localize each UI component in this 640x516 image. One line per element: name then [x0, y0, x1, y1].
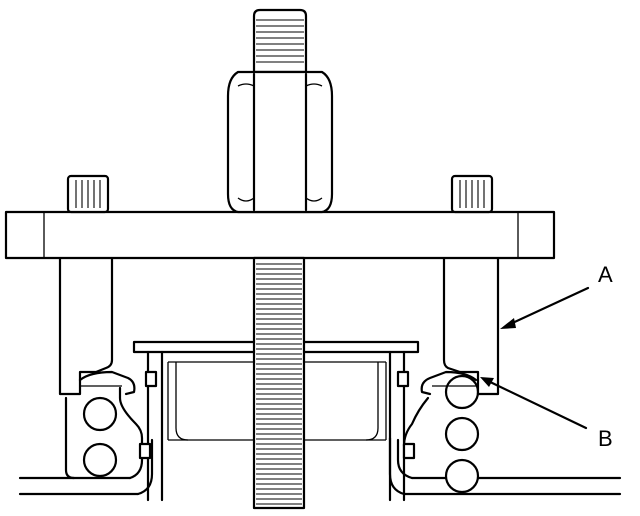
bolt-head-right — [450, 174, 494, 214]
bearing-balls-left — [82, 396, 118, 478]
callout-b: B — [480, 377, 613, 451]
screw-thread-shaft — [256, 263, 302, 505]
puller-crossbar — [4, 210, 556, 260]
callout-a-label: A — [598, 262, 613, 287]
callout-b-label: B — [598, 426, 613, 451]
housing-left — [64, 386, 154, 496]
callout-a: A — [500, 262, 613, 329]
arrowhead-a — [500, 318, 516, 329]
bolt-head-left — [66, 174, 110, 214]
forcing-screw-top — [252, 8, 308, 74]
housing-floor — [18, 476, 622, 496]
forcing-screw-shaft — [252, 256, 306, 510]
arrowhead-b — [480, 377, 494, 387]
puller-leg-left — [58, 238, 136, 396]
bearing-balls-right — [444, 374, 480, 494]
screw-thread-top — [256, 19, 304, 63]
puller-leg-right — [420, 238, 500, 396]
hex-nut — [226, 70, 334, 214]
